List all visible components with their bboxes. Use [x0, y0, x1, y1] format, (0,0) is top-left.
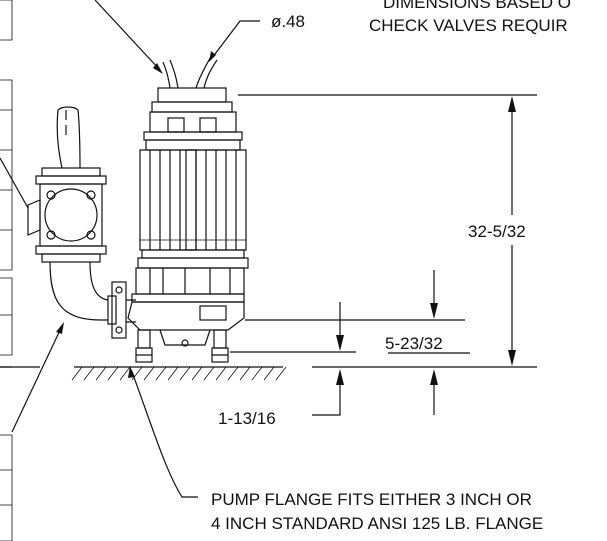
base-clearance-label: 1-13/16 — [218, 409, 276, 428]
base-clearance-dimension — [230, 302, 356, 416]
valve-leader-line — [0, 157, 29, 209]
cable-leader-arrow — [153, 63, 163, 74]
discharge-pipe-assembly — [27, 106, 136, 339]
left-frame-boxes — [0, 0, 13, 541]
base-feet — [135, 329, 229, 363]
note-check-valves: CHECK VALVES REQUIR — [369, 16, 568, 35]
motor-top — [149, 87, 237, 133]
cable-leader-line — [94, 0, 161, 71]
pump-volute — [127, 267, 245, 347]
discharge-height-dimension — [245, 270, 470, 415]
overall-height-label: 32-5/32 — [468, 222, 526, 241]
ground-hatch — [0, 366, 287, 381]
power-cables — [162, 57, 218, 89]
elbow-leader-line — [11, 325, 63, 433]
cable-diameter-label: ø.48 — [271, 12, 305, 31]
cable-dia-leader — [211, 20, 260, 59]
note-flange-fits: PUMP FLANGE FITS EITHER 3 INCH OR — [211, 490, 532, 509]
note-ansi-flange: 4 INCH STANDARD ANSI 125 LB. FLANGE — [211, 514, 543, 533]
note-dimensions-based: DIMENSIONS BASED O — [383, 0, 571, 12]
flange-leader-line — [131, 371, 198, 498]
discharge-height-label: 5-23/32 — [385, 334, 443, 353]
motor-housing — [137, 131, 249, 269]
overall-height-dimension — [238, 94, 537, 368]
